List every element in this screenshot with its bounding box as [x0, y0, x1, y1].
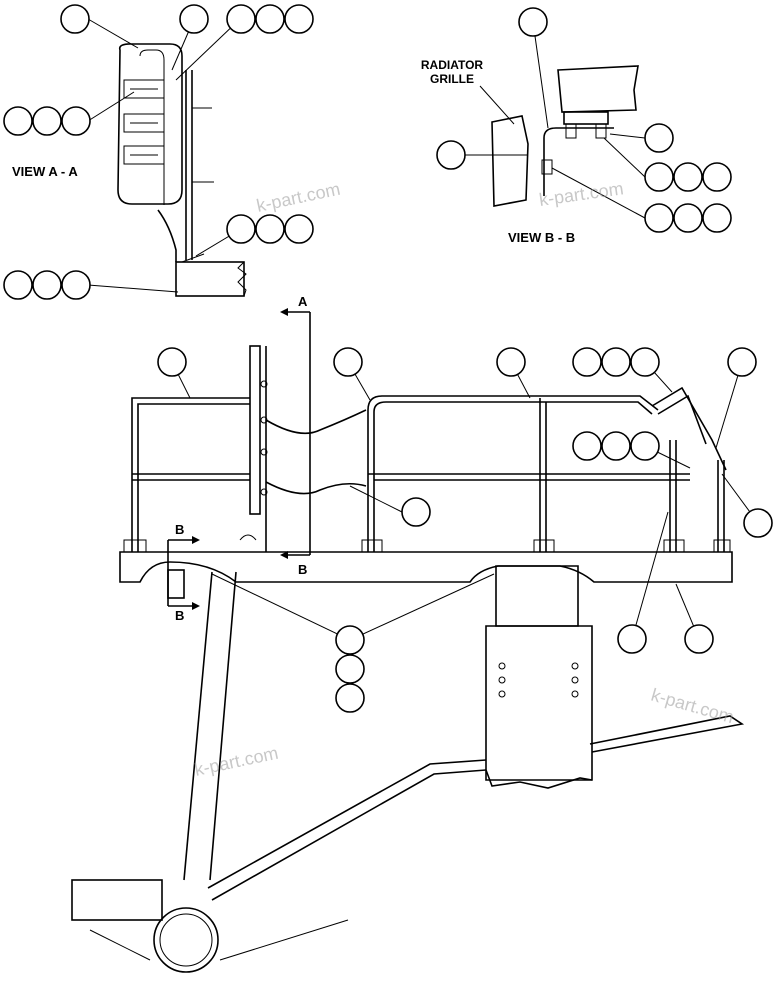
callout-bubble-34 [401, 497, 431, 527]
radiator-grille-label-line1: RADIATOR [421, 58, 484, 72]
callout-bubble-15 [518, 7, 548, 37]
callout-bubble-2 [179, 4, 209, 34]
callout-bubble-38 [335, 683, 365, 713]
section-a-top: A [298, 294, 308, 309]
watermark-1: k-part.com [255, 179, 342, 216]
radiator-grille-label-line2: GRILLE [430, 72, 474, 86]
callout-bubble-31 [572, 431, 602, 461]
callout-bubble-16 [436, 140, 466, 170]
callout-bubble-25 [333, 347, 363, 377]
watermark-4: k-part.com [649, 685, 736, 728]
callout-bubble-24 [157, 347, 187, 377]
callout-bubble-23 [702, 203, 732, 233]
section-a-bottom: B [298, 562, 307, 577]
callout-bubble-30 [727, 347, 757, 377]
view-bb-detail: RADIATOR GRILLE VIEW B - B [421, 7, 732, 245]
callout-bubble-33 [630, 431, 660, 461]
callout-bubble-19 [673, 162, 703, 192]
view-aa-label: VIEW A - A [12, 164, 78, 179]
callout-bubble-5 [284, 4, 314, 34]
callout-bubble-8 [61, 106, 91, 136]
watermark-2: k-part.com [538, 178, 625, 210]
callout-bubble-18 [644, 162, 674, 192]
callout-bubble-6 [3, 106, 33, 136]
callout-bubble-7 [32, 106, 62, 136]
callout-bubble-3 [226, 4, 256, 34]
callout-bubble-4 [255, 4, 285, 34]
callout-bubble-20 [702, 162, 732, 192]
view-aa-detail: VIEW A - A [3, 4, 314, 300]
main-assembly: A B B B [71, 294, 773, 973]
callout-bubble-26 [496, 347, 526, 377]
callout-bubble-1 [60, 4, 90, 34]
callout-bubble-32 [601, 431, 631, 461]
callout-bubble-12 [3, 270, 33, 300]
section-b-top: B [175, 522, 184, 537]
callout-bubble-37 [335, 654, 365, 684]
view-bb-label: VIEW B - B [508, 230, 575, 245]
callout-bubble-27 [572, 347, 602, 377]
callout-bubble-28 [601, 347, 631, 377]
callout-bubble-9 [226, 214, 256, 244]
callout-bubble-35 [743, 508, 773, 538]
callout-bubble-17 [644, 123, 674, 153]
callout-bubble-22 [673, 203, 703, 233]
callout-bubble-36 [335, 625, 365, 655]
callout-bubble-21 [644, 203, 674, 233]
callout-bubble-11 [284, 214, 314, 244]
callout-bubble-39 [617, 624, 647, 654]
callout-bubble-14 [61, 270, 91, 300]
section-b-bottom: B [175, 608, 184, 623]
callout-bubble-40 [684, 624, 714, 654]
callout-bubble-13 [32, 270, 62, 300]
callout-bubble-29 [630, 347, 660, 377]
watermarks: k-part.com k-part.com k-part.com k-part.… [193, 178, 736, 780]
callout-bubble-10 [255, 214, 285, 244]
watermark-3: k-part.com [193, 743, 280, 780]
